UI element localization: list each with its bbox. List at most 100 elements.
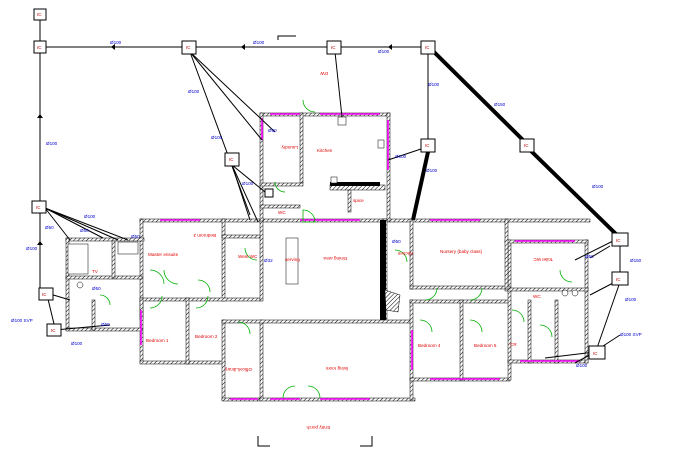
ic-laundry <box>264 188 274 198</box>
svg-text:Ø50: Ø50 <box>268 128 277 133</box>
svg-text:Ø100: Ø100 <box>110 40 122 45</box>
door-wc1 <box>511 309 525 323</box>
svg-text:Ø100 SVP: Ø100 SVP <box>11 318 33 323</box>
room-spice: spice <box>353 198 364 203</box>
door-pantry <box>274 181 286 193</box>
basin-wc2 <box>571 289 579 297</box>
svg-text:Ø50: Ø50 <box>392 239 401 244</box>
wall-wc-left <box>507 239 512 381</box>
wall-spice <box>347 189 352 213</box>
room-bedroom1: Bedroom 1 <box>146 338 169 343</box>
svg-text:Ø150: Ø150 <box>494 102 506 107</box>
wall-ensuite-divider <box>111 240 116 279</box>
door-bed1 <box>149 295 163 309</box>
wall-solid-kitchen <box>330 182 380 186</box>
door-entry-r <box>307 385 321 399</box>
door-bed4 <box>419 319 433 333</box>
room-toilet-wc: Toilet WC <box>533 257 553 262</box>
svg-text:IC: IC <box>37 12 42 17</box>
door-nursery <box>424 287 438 301</box>
svg-text:Ø100: Ø100 <box>592 184 604 189</box>
vanity <box>117 241 139 255</box>
svg-text:IC: IC <box>186 45 191 50</box>
wall-office-left <box>221 319 226 401</box>
wall-solid-dining <box>380 220 386 320</box>
wall-top-main <box>139 218 591 223</box>
room-tv: TV <box>92 269 99 274</box>
stove <box>330 176 338 184</box>
svg-text:Ø150: Ø150 <box>630 258 642 263</box>
ic-bottom-right: IC <box>588 345 606 360</box>
door-master <box>149 269 165 285</box>
door-ensuite <box>99 294 111 306</box>
wall-kitchen-left <box>259 112 264 222</box>
ic-nw: IC <box>33 40 47 54</box>
wall-wc-kitchen <box>259 204 301 209</box>
room-laundry: Laundry <box>281 145 298 150</box>
room-bedroom2: Bedroom 2 <box>195 334 218 339</box>
svg-text:IC: IC <box>229 157 234 162</box>
room-kitchen2: Kitchen <box>397 251 413 256</box>
svg-text:Ø100: Ø100 <box>426 168 438 173</box>
svg-text:Ø100: Ø100 <box>428 82 440 87</box>
svg-text:Ø100: Ø100 <box>625 297 637 302</box>
door-entry-l <box>282 385 296 399</box>
diameter-labels: Ø100 Ø100 Ø100 Ø100 Ø100 Ø150 Ø100 Ø100 … <box>11 40 642 368</box>
room-wc-upper: WC <box>278 210 286 215</box>
svg-text:Ø50: Ø50 <box>45 225 54 230</box>
svg-text:Ø32: Ø32 <box>264 258 273 263</box>
doors <box>99 99 573 399</box>
svg-text:IC: IC <box>616 238 621 243</box>
svg-text:Ø50: Ø50 <box>92 286 101 291</box>
svg-text:Ø50: Ø50 <box>585 254 594 259</box>
room-office: Office/Library <box>224 367 252 372</box>
wall-ensuite-divider2 <box>91 299 96 331</box>
door-office <box>237 321 251 335</box>
wall-wc-cubicle2 <box>554 299 559 364</box>
room-dining: Dining area <box>323 256 347 261</box>
ic-far-right-2: IC <box>611 271 629 286</box>
wall-bed45-divider <box>459 299 464 381</box>
svg-text:Ø100: Ø100 <box>26 246 38 251</box>
entry-markers <box>257 35 373 447</box>
room-entry-porch: Entry porch <box>306 425 330 430</box>
wall-ensuite-mid <box>65 275 143 280</box>
svg-text:IC: IC <box>425 143 430 148</box>
door-wc3 <box>559 269 573 283</box>
svg-text:Ø100: Ø100 <box>242 181 254 186</box>
door-nursery2 <box>469 287 483 301</box>
wall-nursery-right <box>504 218 509 290</box>
room-kitchen: Kitchen <box>317 148 333 153</box>
ic-top-left: IC <box>33 8 47 21</box>
svg-text:Ø100 SVP: Ø100 SVP <box>620 332 642 337</box>
door-westwc <box>244 247 258 261</box>
room-bedroom4: Bedroom 4 <box>418 343 441 348</box>
svg-text:Ø100: Ø100 <box>46 141 58 146</box>
toilet-ensuite <box>76 281 84 289</box>
wall-bedroom-row <box>139 297 261 302</box>
fixtures <box>76 116 579 297</box>
dining-table <box>285 237 299 285</box>
room-nursery: Nursery (baby class) <box>440 249 483 254</box>
room-labels: Kitchen Laundry spice WC Master ensuite … <box>92 71 553 430</box>
wall-nursery-bottom <box>409 285 511 290</box>
door-wc2 <box>539 324 553 338</box>
door-dining <box>394 249 408 263</box>
door-kitchen-top <box>302 99 316 113</box>
room-west-wc: West WC <box>238 254 258 259</box>
door-bed5 <box>469 319 483 333</box>
svg-text:IC: IC <box>425 45 430 50</box>
sink-kitchen <box>337 116 347 126</box>
room-serving: serving <box>285 257 300 262</box>
svg-text:Ø100: Ø100 <box>378 49 390 54</box>
svg-text:Ø50: Ø50 <box>131 234 140 239</box>
ic-top-center: IC <box>326 40 342 55</box>
room-cr: CR <box>510 342 517 347</box>
door-bed2 <box>195 295 209 309</box>
room-dw: DW <box>320 71 328 76</box>
wall-bed12-divider <box>185 297 190 365</box>
wall-bedroom-divider <box>221 218 226 302</box>
svg-text:IC: IC <box>331 45 336 50</box>
ic-left-low: IC <box>38 287 54 301</box>
